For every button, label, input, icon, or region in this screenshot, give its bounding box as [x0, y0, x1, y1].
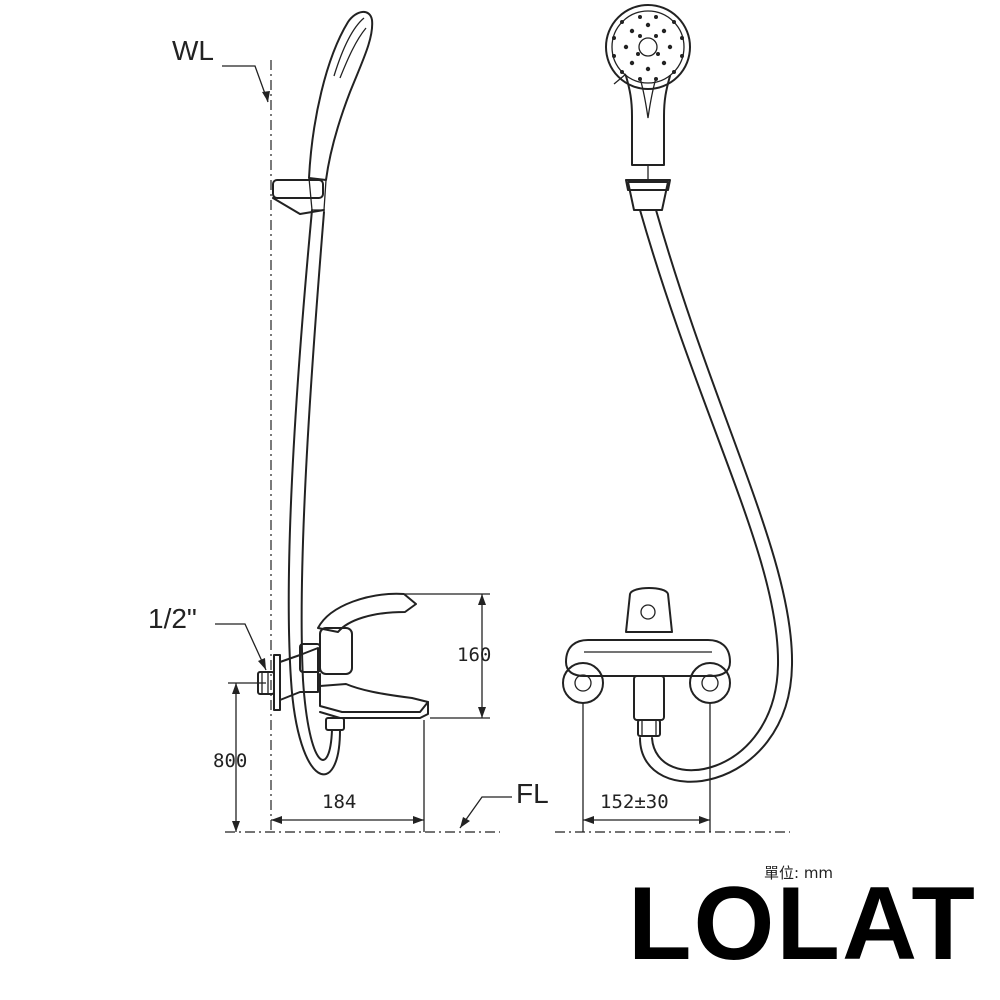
front-hose-inner	[639, 209, 794, 783]
dim-800-text: 800	[213, 750, 247, 772]
brand-logo: LOLAT	[628, 866, 977, 982]
unit-note: 單位: mm	[764, 864, 834, 882]
left-escutcheon	[562, 662, 604, 704]
fl-label: FL	[516, 778, 549, 809]
wl-label: WL	[172, 35, 214, 66]
side-view: WL 1/2"	[148, 11, 549, 833]
inlet-leader	[215, 623, 267, 671]
front-view: 152±30	[555, 4, 794, 833]
side-shower-holder	[272, 179, 325, 215]
dim-184-text: 184	[322, 791, 356, 813]
front-shower-head	[605, 4, 691, 166]
side-hose-outer	[287, 209, 341, 776]
right-escutcheon	[689, 662, 731, 704]
dim-152-text: 152±30	[600, 791, 669, 813]
fl-arrow	[460, 817, 470, 828]
dim-160-text: 160	[457, 644, 491, 666]
spray-nozzles	[612, 15, 684, 81]
front-lever-handle	[625, 587, 673, 633]
side-hose-inner	[300, 211, 333, 761]
wl-leader	[222, 65, 269, 103]
front-mixer-body	[565, 639, 731, 677]
fl-leader	[459, 796, 512, 829]
front-shower-holder	[625, 165, 671, 211]
wl-arrow	[262, 91, 270, 102]
side-mixer-body	[317, 592, 429, 731]
inlet-size-label: 1/2"	[148, 603, 197, 634]
front-diverter	[633, 675, 665, 737]
inlet-arrow	[258, 658, 266, 670]
front-hose-outer	[639, 209, 780, 772]
